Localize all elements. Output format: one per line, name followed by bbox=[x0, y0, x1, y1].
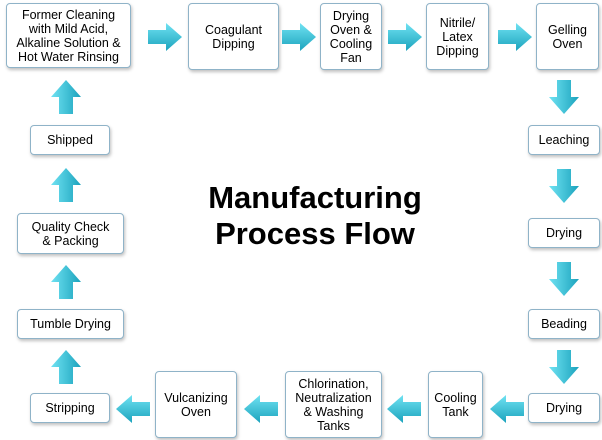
diagram-title: Manufacturing Process Flow bbox=[208, 180, 422, 251]
arrow-down-icon bbox=[549, 350, 579, 384]
step-gelling-oven: Gelling Oven bbox=[536, 3, 599, 70]
arrow-left-icon bbox=[387, 395, 421, 423]
arrow-left-icon bbox=[490, 395, 524, 423]
arrow-right-icon bbox=[282, 23, 316, 51]
step-cooling-tank: Cooling Tank bbox=[428, 371, 483, 438]
arrow-right-icon bbox=[148, 23, 182, 51]
arrow-down-icon bbox=[549, 262, 579, 296]
arrow-down-icon bbox=[549, 80, 579, 114]
step-coagulant-dipping: Coagulant Dipping bbox=[188, 3, 279, 70]
step-former-cleaning: Former Cleaning with Mild Acid, Alkaline… bbox=[6, 3, 131, 68]
step-drying-oven-cooling-fan: Drying Oven & Cooling Fan bbox=[320, 3, 382, 70]
arrow-up-icon bbox=[51, 168, 81, 202]
step-leaching: Leaching bbox=[528, 125, 600, 155]
arrow-up-icon bbox=[51, 350, 81, 384]
arrow-right-icon bbox=[498, 23, 532, 51]
step-chlorination: Chlorination, Neutralization & Washing T… bbox=[285, 371, 382, 438]
arrow-down-icon bbox=[549, 169, 579, 203]
arrow-right-icon bbox=[388, 23, 422, 51]
step-vulcanizing-oven: Vulcanizing Oven bbox=[155, 371, 237, 438]
step-tumble-drying: Tumble Drying bbox=[17, 309, 124, 339]
step-nitrile-latex-dipping: Nitrile/ Latex Dipping bbox=[426, 3, 489, 70]
arrow-up-icon bbox=[51, 80, 81, 114]
arrow-left-icon bbox=[116, 395, 150, 423]
step-stripping: Stripping bbox=[30, 393, 110, 423]
step-shipped: Shipped bbox=[30, 125, 110, 155]
step-drying-1: Drying bbox=[528, 218, 600, 248]
arrow-up-icon bbox=[51, 265, 81, 299]
step-drying-2: Drying bbox=[528, 393, 600, 423]
step-beading: Beading bbox=[528, 309, 600, 339]
step-quality-check: Quality Check & Packing bbox=[17, 213, 124, 254]
arrow-left-icon bbox=[244, 395, 278, 423]
